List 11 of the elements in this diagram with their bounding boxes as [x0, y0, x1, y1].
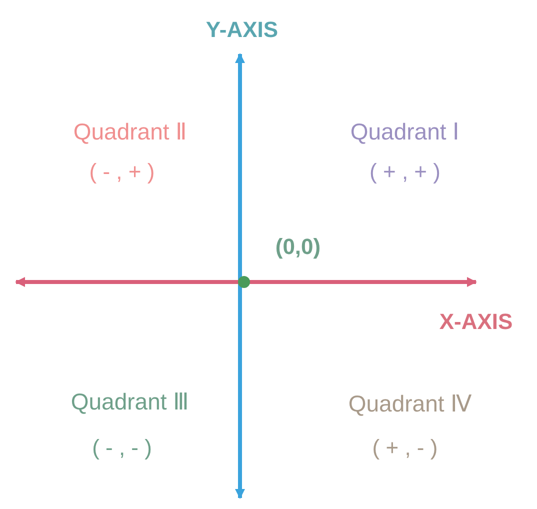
sign-label: ( - , - ) [92, 436, 152, 460]
origin-label: (0,0) [275, 234, 321, 260]
quadrant-label: Quadrant Ⅳ [348, 391, 472, 417]
axis-label: X-AXIS [439, 310, 513, 334]
quadrant-label: Quadrant Ⅰ [350, 119, 460, 145]
quadrant-label: Quadrant Ⅱ [73, 119, 187, 145]
sign-label: ( + , + ) [370, 160, 440, 184]
sign-label: ( - , + ) [89, 160, 155, 184]
quadrant-label: Quadrant Ⅲ [70, 389, 190, 415]
sign-label: ( + , - ) [372, 436, 438, 460]
axis-label: Y-AXIS [206, 18, 278, 42]
